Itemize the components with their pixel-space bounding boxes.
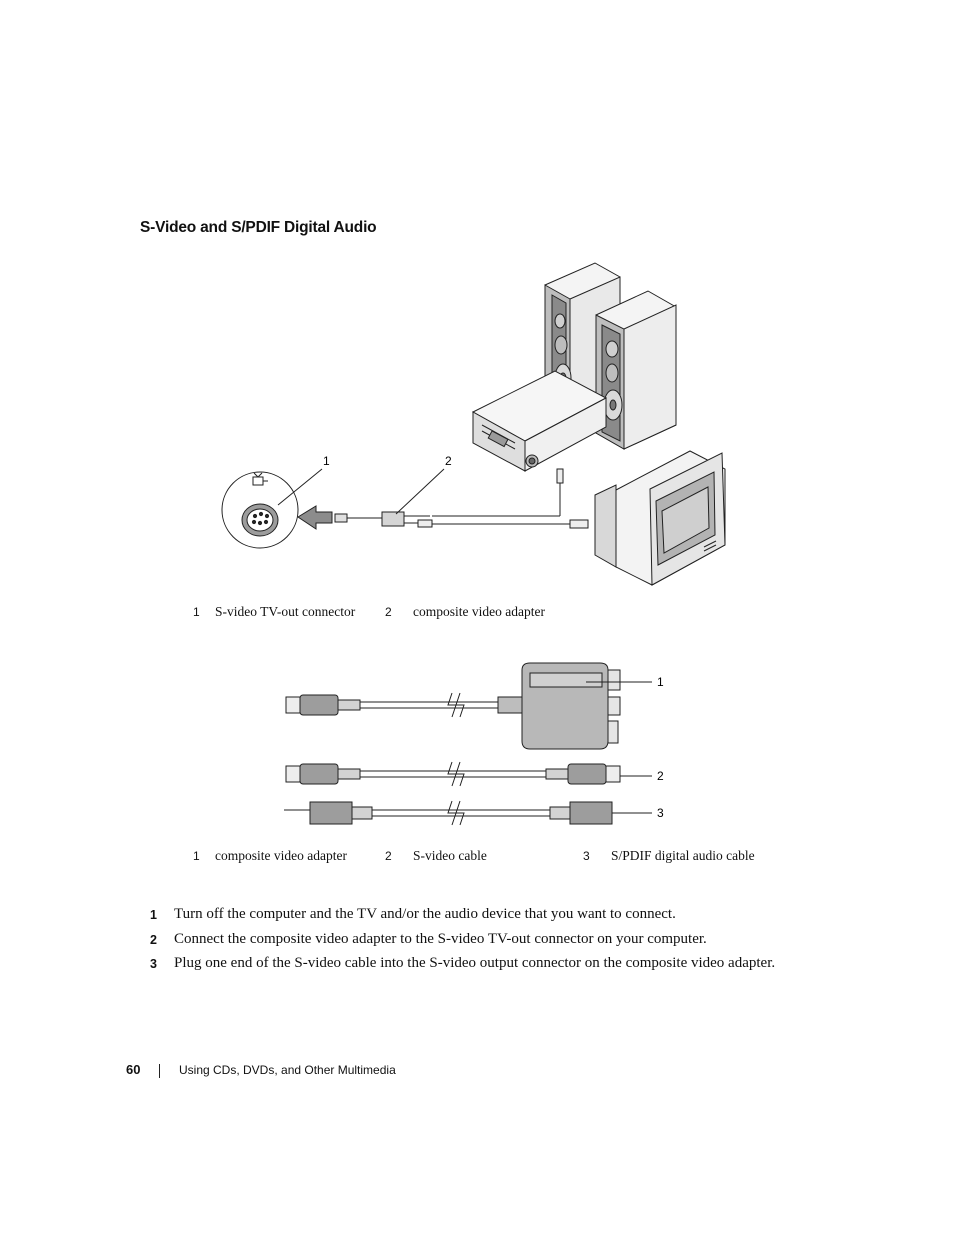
spdif-cable-drawing	[284, 801, 624, 825]
figure2-label-3: 3	[657, 806, 664, 820]
figure2-label-2: 2	[657, 769, 664, 783]
svideo-port-closeup	[221, 471, 299, 549]
figure1-label-1: 1	[323, 454, 330, 468]
callout-number: 1	[193, 605, 200, 619]
connection-illustration-svg: 1 2	[221, 262, 726, 586]
step-number: 2	[150, 932, 157, 947]
callout-text: S-video TV-out connector	[215, 604, 356, 619]
step-text: Turn off the computer and the TV and/or …	[174, 906, 676, 922]
speaker-right	[595, 290, 677, 450]
step-text: Connect the composite video adapter to t…	[174, 930, 707, 947]
callout-text: S-video cable	[413, 848, 487, 863]
section-heading: S-Video and S/PDIF Digital Audio	[140, 219, 377, 236]
step-item: 2 Connect the composite video adapter to…	[150, 931, 870, 956]
break-marks	[447, 692, 465, 826]
callout-text: composite video adapter	[215, 848, 347, 863]
step-item: 3 Plug one end of the S-video cable into…	[150, 955, 870, 980]
insert-arrow-icon	[297, 505, 333, 530]
step-text: Plug one end of the S-video cable into t…	[174, 955, 776, 971]
composite-adapter-drawing	[285, 662, 621, 750]
figure2-label-1: 1	[657, 675, 664, 689]
audio-receiver	[471, 370, 608, 472]
svideo-cable-drawing	[285, 763, 621, 785]
cables-illustration-svg: 1 2 3	[284, 662, 664, 826]
page-number: 60	[126, 1062, 141, 1077]
callout-number: 2	[385, 849, 392, 863]
callout-number: 3	[583, 849, 590, 863]
figure2-callouts: 1 composite video adapter 2 S-video cabl…	[193, 848, 813, 868]
figure1-label-2: 2	[445, 454, 452, 468]
step-number: 1	[150, 908, 157, 922]
figure1-callouts: 1 S-video TV-out connector 2 composite v…	[193, 604, 693, 624]
footer-separator	[159, 1064, 160, 1078]
callout-number: 1	[193, 849, 200, 863]
step-item: 1 Turn off the computer and the TV and/o…	[150, 906, 870, 931]
callout-number: 2	[385, 605, 392, 619]
chapter-title: Using CDs, DVDs, and Other Multimedia	[179, 1063, 396, 1077]
instruction-steps: 1 Turn off the computer and the TV and/o…	[150, 906, 870, 980]
connection-illustration: 1 2	[220, 255, 740, 590]
callout-text: composite video adapter	[413, 604, 545, 619]
step-number: 3	[150, 957, 157, 971]
television	[594, 450, 726, 586]
cables-illustration: 1 2 3	[280, 655, 680, 835]
callout-text: S/PDIF digital audio cable	[611, 848, 755, 863]
